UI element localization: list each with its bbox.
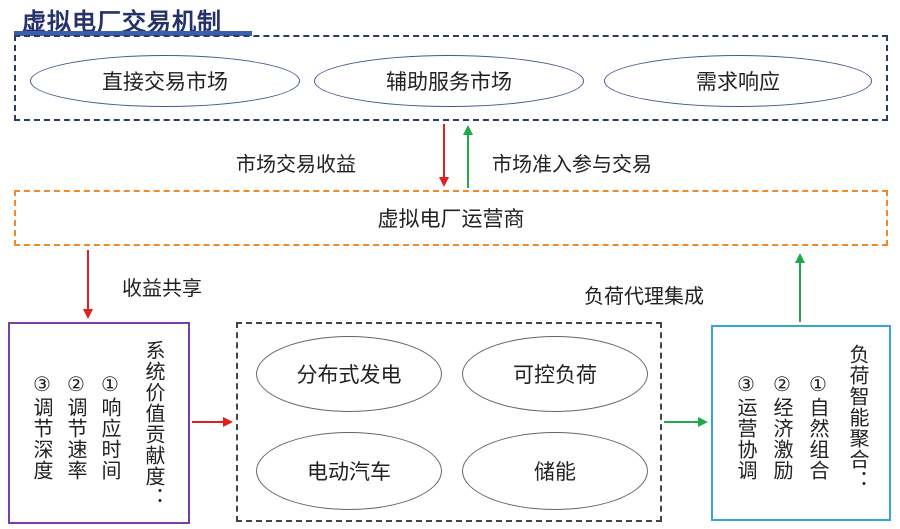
load-aggregation-item-3: ③运营协调 bbox=[734, 372, 758, 481]
resource-electric-vehicle: 电动汽车 bbox=[256, 432, 442, 510]
label-revenue-share: 收益共享 bbox=[122, 276, 202, 300]
market-demand-response: 需求响应 bbox=[604, 55, 872, 107]
system-value-item-3: ③调节深度 bbox=[30, 372, 54, 481]
resource-controllable-load: 可控负荷 bbox=[462, 336, 648, 412]
market-ancillary-service: 辅助服务市场 bbox=[314, 55, 584, 107]
label-market-access: 市场准入参与交易 bbox=[492, 152, 652, 176]
market-box bbox=[14, 35, 888, 121]
system-value-box bbox=[8, 322, 190, 524]
system-value-item-1: ①响应时间 bbox=[98, 372, 122, 481]
system-value-heading: 系统价值贡献度： bbox=[142, 340, 166, 508]
resource-energy-storage: 储能 bbox=[462, 432, 648, 510]
resource-distributed-generation: 分布式发电 bbox=[256, 336, 442, 412]
operator-box: 虚拟电厂运营商 bbox=[14, 190, 888, 246]
label-load-agent: 负荷代理集成 bbox=[584, 284, 704, 308]
market-direct-trading: 直接交易市场 bbox=[30, 55, 300, 107]
resources-box bbox=[236, 322, 662, 522]
load-aggregation-item-1: ①自然组合 bbox=[806, 372, 830, 481]
load-aggregation-box bbox=[711, 325, 891, 521]
title-underline bbox=[14, 31, 252, 36]
system-value-item-2: ②调节速率 bbox=[64, 372, 88, 481]
load-aggregation-item-2: ②经济激励 bbox=[770, 372, 794, 481]
load-aggregation-heading: 负荷智能聚合： bbox=[846, 344, 870, 491]
label-market-revenue: 市场交易收益 bbox=[236, 152, 356, 176]
